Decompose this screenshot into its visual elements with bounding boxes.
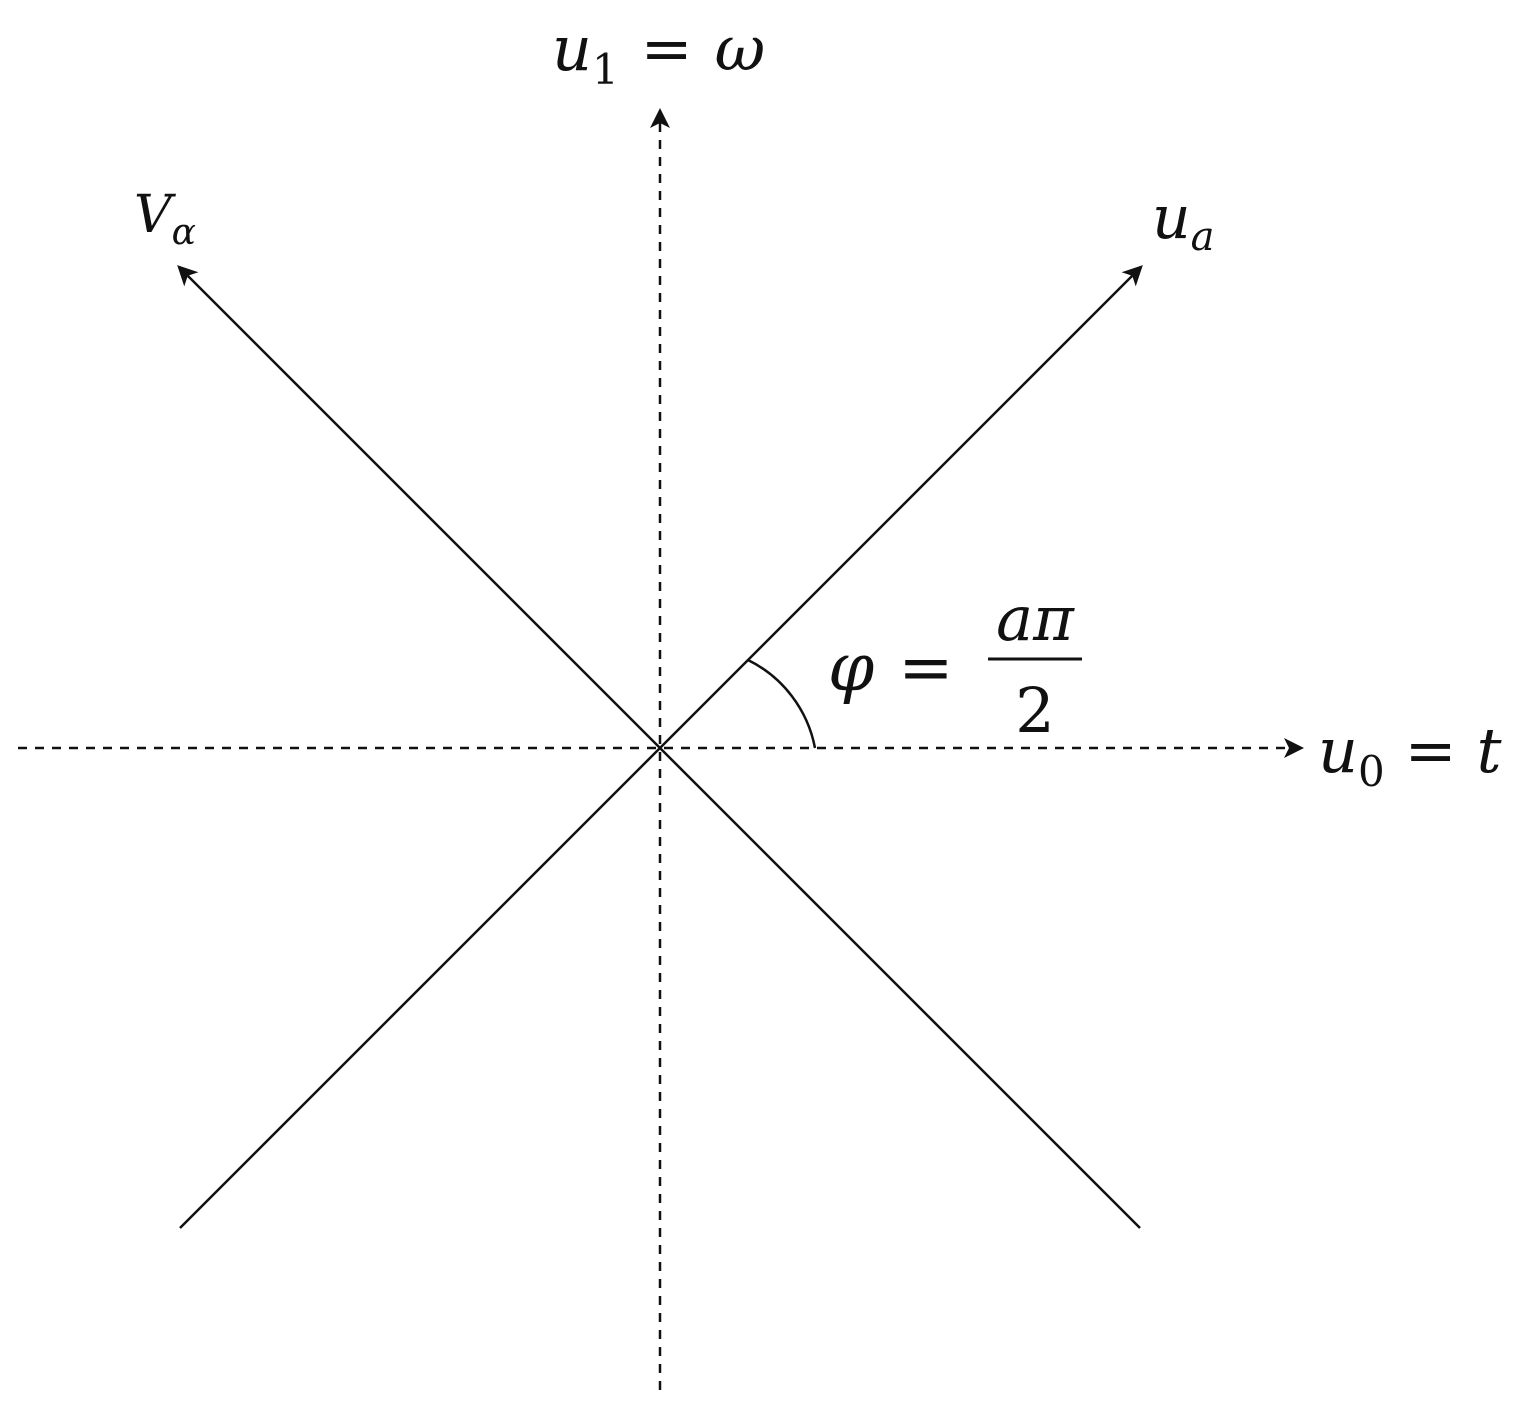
- angle-denominator: 2: [1015, 674, 1054, 747]
- rotated-axis-valpha: [177, 265, 1141, 1229]
- angle-phi-equals: φ=: [828, 629, 954, 706]
- rotated-axis-valpha-label: Vα: [134, 185, 196, 253]
- angle-numerator: aπ: [996, 582, 1075, 655]
- horizontal-axis-label: u0=t: [1318, 714, 1502, 796]
- angle-arc: [747, 658, 817, 749]
- vertical-axis-label: u1=ω: [552, 12, 765, 94]
- rotated-axis-ua-label: ua: [1152, 183, 1215, 260]
- angle-label: φ= aπ 2: [828, 582, 1082, 747]
